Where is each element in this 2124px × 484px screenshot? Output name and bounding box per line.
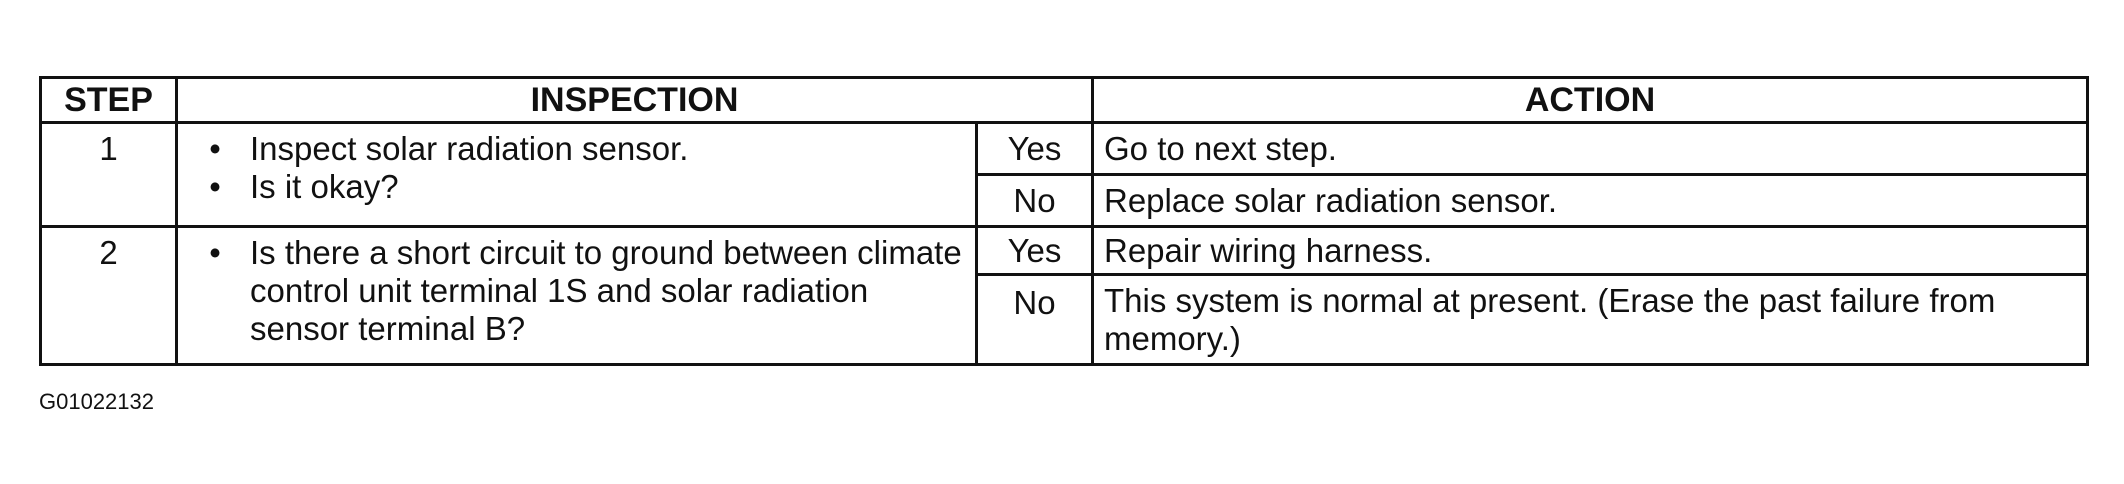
action-text: Go to next step. xyxy=(1091,121,2089,176)
table-row: No This system is normal at present. (Er… xyxy=(41,273,2089,366)
table-row: No Replace solar radiation sensor. xyxy=(41,173,2089,228)
diagnostic-table: STEP INSPECTION ACTION 1 • Inspect solar … xyxy=(39,76,2089,366)
inspection-text: Is there a short circuit to ground betwe… xyxy=(250,234,962,347)
figure-id: G01022132 xyxy=(39,389,154,414)
action-header: ACTION xyxy=(1091,76,2089,124)
inspection-list: • Inspect solar radiation sensor. • Is it … xyxy=(200,130,965,206)
bullet-icon: • xyxy=(209,168,221,205)
action-text: This system is normal at present. (Erase… xyxy=(1091,273,2089,366)
table-row: 2 • Is there a short circuit to ground be… xyxy=(39,225,2089,366)
inspection-text: Is it okay? xyxy=(250,168,399,205)
list-item: • Inspect solar radiation sensor. xyxy=(200,130,965,168)
answer-yes: Yes xyxy=(975,121,1094,176)
answer-no: No xyxy=(975,273,1094,366)
step-header: STEP xyxy=(39,76,178,124)
inspection-cell: • Is there a short circuit to ground betw… xyxy=(175,225,977,366)
action-text: Replace solar radiation sensor. xyxy=(1091,173,2089,228)
bullet-icon: • xyxy=(209,234,221,271)
answer-yes: Yes xyxy=(975,225,1094,276)
bullet-icon: • xyxy=(209,130,221,167)
inspection-header: INSPECTION xyxy=(175,76,1094,124)
step-number: 2 xyxy=(39,225,178,366)
inspection-text: Inspect solar radiation sensor. xyxy=(250,130,689,167)
inspection-cell: • Inspect solar radiation sensor. • Is it … xyxy=(175,121,977,228)
step-number: 1 xyxy=(39,121,178,228)
answer-no: No xyxy=(975,173,1094,228)
action-text: Repair wiring harness. xyxy=(1091,225,2089,276)
header-row: STEP INSPECTION ACTION xyxy=(39,76,2089,124)
list-item: • Is there a short circuit to ground betw… xyxy=(200,234,965,348)
list-item: • Is it okay? xyxy=(200,168,965,206)
inspection-list: • Is there a short circuit to ground betw… xyxy=(200,234,965,348)
table-row: 1 • Inspect solar radiation sensor. • Is i… xyxy=(39,121,2089,228)
